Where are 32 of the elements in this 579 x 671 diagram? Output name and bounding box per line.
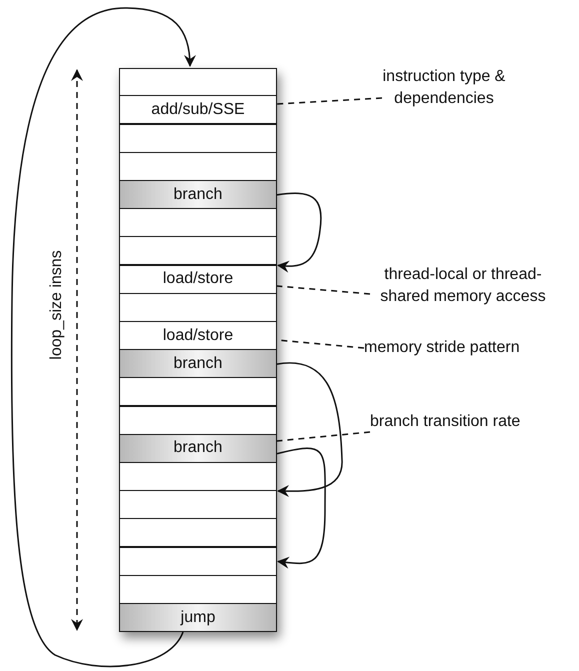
instruction-slot xyxy=(119,574,277,604)
arrow xyxy=(276,362,343,498)
instruction-slot xyxy=(119,377,277,406)
instruction-slot: branch xyxy=(119,434,277,463)
leader-line xyxy=(276,285,370,295)
instruction-slot: load/store xyxy=(119,321,277,350)
arrow xyxy=(276,192,322,272)
annotation-text: instruction type & dependencies xyxy=(382,66,506,110)
arrow xyxy=(10,7,196,668)
instruction-slot: load/store xyxy=(119,264,277,294)
instruction-slot xyxy=(119,406,277,435)
instruction-slot xyxy=(119,546,277,576)
instruction-slot: branch xyxy=(119,349,277,378)
instruction-slot xyxy=(119,124,277,153)
annotation-text: branch transition rate xyxy=(370,411,520,433)
instruction-slot xyxy=(119,462,277,491)
instruction-slot xyxy=(119,236,277,266)
leader-line xyxy=(276,431,370,442)
instruction-slot xyxy=(119,490,277,520)
annotation-text: thread-local or thread-shared memory access xyxy=(370,264,556,308)
leader-line xyxy=(276,97,382,105)
instruction-slot xyxy=(119,152,277,181)
instruction-slot: add/sub/SSE xyxy=(119,95,277,124)
arrow xyxy=(276,448,326,569)
instruction-slot xyxy=(119,518,277,548)
instruction-slot xyxy=(119,68,277,97)
instruction-slot: branch xyxy=(119,180,277,209)
dimension-label: loop_size insns xyxy=(48,250,66,360)
annotation-text: memory stride pattern xyxy=(364,337,520,359)
instruction-slot xyxy=(119,292,277,322)
instruction-slot: jump xyxy=(119,603,277,632)
instruction-slot xyxy=(119,208,277,238)
